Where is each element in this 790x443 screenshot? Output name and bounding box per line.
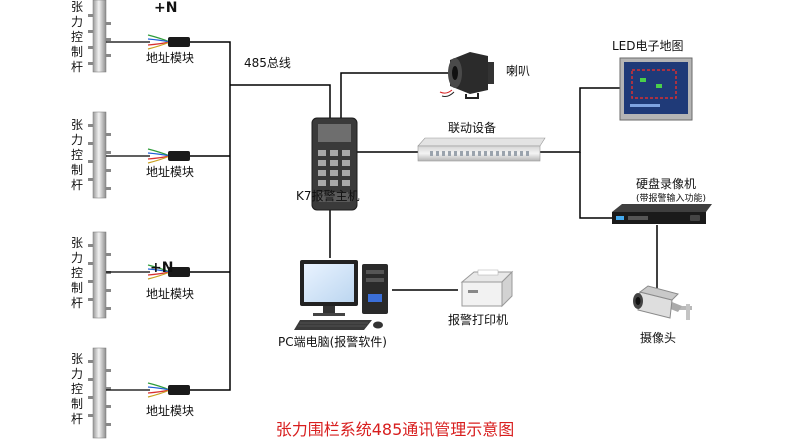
- bus-label: 485总线: [244, 56, 291, 70]
- address-module-1: [106, 34, 190, 50]
- tension-pole-4: [88, 347, 111, 439]
- module-label-4: 地址模块: [146, 404, 195, 418]
- diagram-title: 张力围栏系统485通讯管理示意图: [275, 420, 515, 439]
- address-module-2: [106, 148, 190, 164]
- alarm-host-icon: [311, 117, 358, 211]
- speaker-icon: [439, 52, 494, 99]
- address-module-4: [106, 382, 190, 398]
- pole-label-4: 张力控制杆: [70, 352, 83, 426]
- tension-pole-3: [88, 231, 111, 319]
- speaker-label: 喇叭: [506, 64, 531, 78]
- connection-lines: [190, 41, 658, 391]
- linkage-led-line: [540, 87, 620, 153]
- pc-label: PC端电脑(报警软件): [278, 335, 387, 349]
- plus-n-label-top: +N: [154, 0, 178, 16]
- dvr-sublabel: (带报警输入功能): [636, 194, 707, 204]
- dvr-label: 硬盘录像机: [636, 177, 697, 191]
- linkage-device-icon: [417, 137, 546, 162]
- pole-label-1: 张力控制杆: [70, 0, 83, 74]
- pole-label-2: 张力控制杆: [70, 118, 83, 192]
- pc-icon: [294, 260, 388, 330]
- camera-icon: [633, 285, 692, 320]
- camera-label: 摄像头: [640, 331, 677, 345]
- speaker-line: [340, 72, 450, 118]
- tension-pole-2: [88, 111, 111, 199]
- bus-line: [190, 41, 231, 391]
- module-label-1: 地址模块: [146, 51, 195, 65]
- led-label: LED电子地图: [612, 39, 684, 53]
- printer-label: 报警打印机: [448, 313, 509, 327]
- dvr-icon: [612, 204, 712, 224]
- linkage-label: 联动设备: [448, 121, 497, 135]
- pole-label-3: 张力控制杆: [70, 236, 83, 310]
- linkage-dvr-line: [579, 152, 612, 219]
- led-map-icon: [619, 57, 693, 121]
- module-label-3: 地址模块: [146, 287, 195, 301]
- host-label: K7报警主机: [296, 189, 360, 203]
- plus-n-label-mid: +N: [150, 260, 174, 276]
- module-label-2: 地址模块: [146, 165, 195, 179]
- address-module-3: [106, 264, 190, 280]
- printer-icon: [460, 269, 514, 308]
- tension-pole-1: [88, 0, 111, 73]
